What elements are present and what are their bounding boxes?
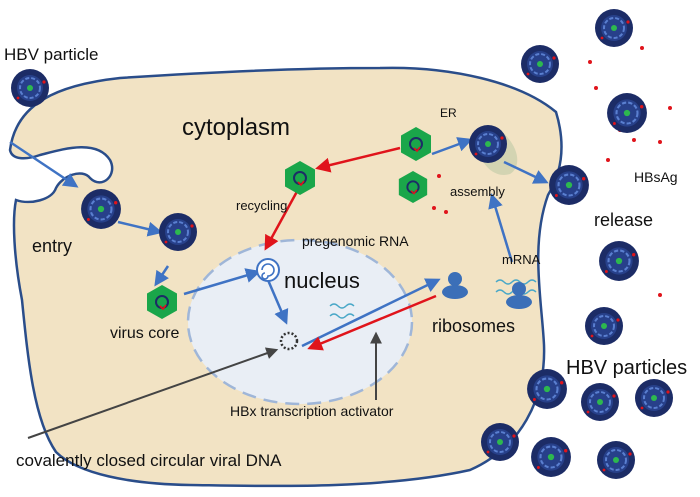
core-to-nucleus-arrow (183, 268, 261, 296)
label-hbv-particle: HBV particle (4, 45, 98, 64)
hbv-virion-icon (584, 306, 624, 346)
dna-repair-arrow (266, 279, 289, 325)
label-hbx: HBx transcription activator (230, 403, 394, 419)
hbv-virion-icon (10, 68, 50, 108)
hbv-virion-icon (468, 124, 508, 164)
label-virus-core: virus core (110, 325, 179, 342)
label-cytoplasm: cytoplasm (182, 114, 290, 141)
uncoating-arrow (154, 265, 170, 287)
label-hbsag: HBsAg (634, 169, 678, 185)
hbv-virion-icon (80, 188, 122, 230)
nucleus (186, 238, 414, 406)
hbv-virion-icon (596, 440, 636, 480)
hbv-virion-icon (158, 212, 198, 252)
recycling-arrow (315, 146, 401, 173)
hbv-virion-icon (480, 422, 520, 462)
label-nucleus: nucleus (284, 268, 360, 293)
recycling-to-nucleus-arrow (264, 185, 302, 251)
release-arrow (503, 160, 549, 184)
label-hbv-particles: HBV particles (566, 357, 687, 379)
hbv-virion-icon (594, 8, 634, 48)
pregenomic-rna-icon (256, 258, 280, 282)
hbv-virion-icon (530, 436, 572, 478)
to-core-arrow (117, 220, 163, 237)
label-recycling: recycling (236, 198, 287, 213)
hbv-virion-icon (580, 382, 620, 422)
label-mrna: mRNA (502, 252, 541, 267)
hbv-virion-icon (548, 164, 590, 206)
label-assembly: assembly (450, 184, 505, 199)
translation-arrow (488, 193, 514, 263)
to-er-arrow (431, 137, 473, 156)
hbv-virion-icon (606, 92, 648, 134)
cccdna-ring (279, 331, 299, 351)
hbx-feedback-arrow (307, 294, 437, 351)
label-cccdna: covalently closed circular viral DNA (16, 451, 282, 470)
label-entry: entry (32, 236, 72, 256)
label-er: ER (440, 106, 457, 120)
hbv-virion-icon (520, 44, 560, 84)
entry-arrow (9, 140, 79, 188)
hbv-virion-icon (598, 240, 640, 282)
rna-squiggle-icon (329, 303, 355, 319)
cccdna-pointer-arrow (27, 347, 279, 439)
hbv-virion-icon (634, 378, 674, 418)
label-pregenomic-rna: pregenomic RNA (302, 233, 409, 249)
hbv-virion-icon (526, 368, 568, 410)
label-ribosomes: ribosomes (432, 316, 515, 336)
transcription-arrow (301, 278, 441, 348)
label-release: release (594, 210, 653, 230)
